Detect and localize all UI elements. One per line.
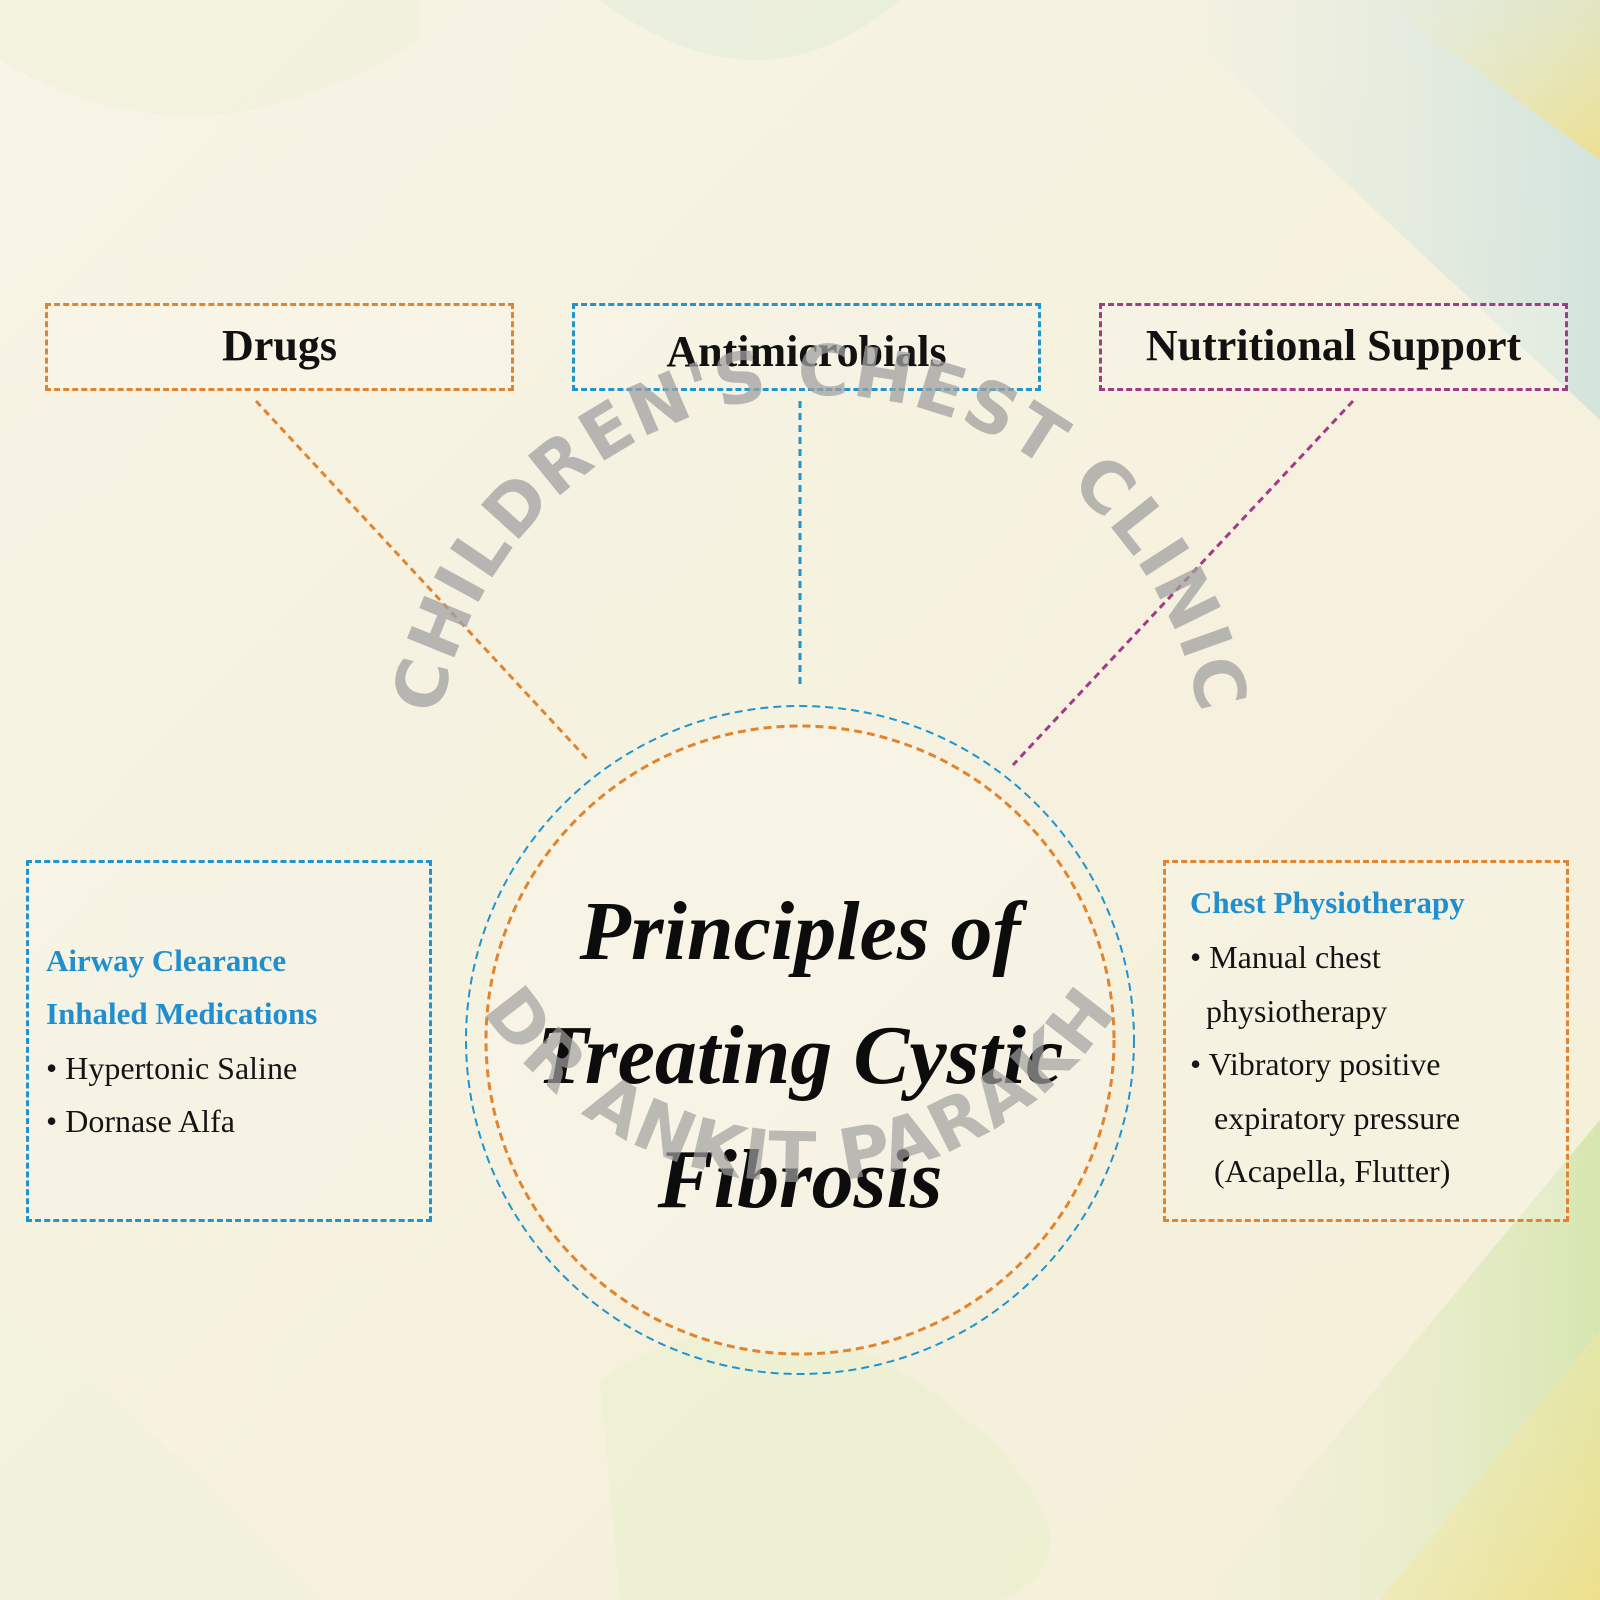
center-title: Principles of Treating Cystic Fibrosis <box>470 870 1130 1242</box>
airway-clearance-heading: Airway Clearance <box>46 943 287 978</box>
bullet-hypertonic-saline: • Hypertonic Saline <box>46 1050 298 1086</box>
connector-drugs <box>254 399 590 762</box>
drugs-box: Drugs <box>45 303 514 391</box>
inner-circle <box>484 724 1116 1356</box>
chest-physiotherapy-box: Chest Physiotherapy • Manual chest physi… <box>1163 860 1569 1222</box>
inhaled-medications-heading: Inhaled Medications <box>46 996 318 1031</box>
watermark-doctor-name: DR ANKIT PARAKH <box>468 972 1132 1200</box>
antimicrobials-box: Antimicrobials <box>572 303 1041 391</box>
outer-circle <box>465 705 1135 1375</box>
nutritional-support-label: Nutritional Support <box>1145 321 1522 370</box>
airway-clearance-box: Airway Clearance Inhaled Medications • H… <box>26 860 432 1222</box>
bullet-vibratory-pep-cont: expiratory pressure <box>1214 1100 1461 1136</box>
bullet-dornase-alfa: • Dornase Alfa <box>46 1103 235 1139</box>
center-title-line-3: Fibrosis <box>657 1133 943 1226</box>
center-title-line-2: Treating Cystic <box>536 1009 1064 1102</box>
bullet-vibratory-pep: • Vibratory positive <box>1190 1046 1441 1082</box>
drugs-label: Drugs <box>222 321 337 370</box>
bullet-manual-chest-cont: physiotherapy <box>1206 993 1388 1029</box>
bullet-vibratory-pep-examples: (Acapella, Flutter) <box>1214 1153 1451 1189</box>
chest-physiotherapy-heading: Chest Physiotherapy <box>1190 885 1465 920</box>
antimicrobials-label: Antimicrobials <box>666 327 947 376</box>
nutritional-support-box: Nutritional Support <box>1099 303 1568 391</box>
center-title-line-1: Principles of <box>579 885 1021 978</box>
bullet-manual-chest: • Manual chest <box>1190 939 1381 975</box>
watermark-clinic-name: CHILDREN'S CHEST CLINIC <box>376 330 1263 720</box>
